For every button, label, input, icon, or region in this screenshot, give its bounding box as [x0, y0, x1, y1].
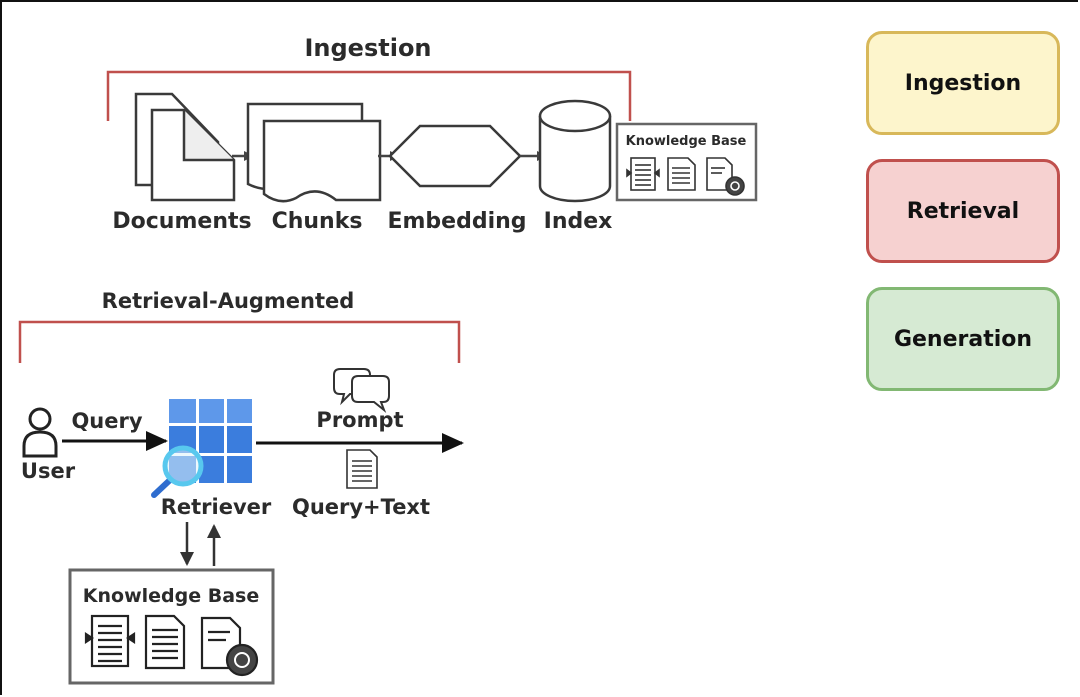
knowledge-base-small-title: Knowledge Base [626, 134, 747, 149]
text-document-icon [144, 614, 186, 670]
documents-icon [134, 92, 236, 202]
embedding-icon [388, 124, 522, 188]
legend-generation: Generation [866, 287, 1060, 391]
retrieval-augmented-title: Retrieval-Augmented [102, 289, 355, 313]
document-sync-icon [706, 157, 745, 196]
magnifier-icon [162, 445, 204, 487]
knowledge-base-small: Knowledge Base [615, 122, 758, 202]
legend-retrieval: Retrieval [866, 159, 1060, 263]
query-text-document-icon [346, 449, 378, 489]
retriever-label: Retriever [161, 495, 272, 519]
index-label: Index [544, 209, 613, 234]
prompt-label: Prompt [316, 408, 403, 432]
chunks-icon [246, 102, 382, 203]
user-icon [22, 407, 58, 458]
text-document-icon [667, 157, 696, 191]
knowledge-base-large: Knowledge Base [68, 568, 275, 685]
retrieval-augmented-bracket [18, 320, 461, 363]
chat-bubbles-icon [333, 368, 390, 414]
query-text-label: Query+Text [292, 495, 430, 519]
embedding-label: Embedding [387, 209, 526, 234]
index-database-icon [538, 99, 612, 203]
user-label: User [21, 459, 76, 483]
ingestion-title: Ingestion [304, 34, 431, 62]
chunks-label: Chunks [272, 209, 363, 234]
document-stack-icon [626, 157, 660, 191]
ingestion-bracket [106, 70, 632, 121]
document-sync-icon [200, 616, 259, 677]
documents-label: Documents [112, 209, 251, 234]
document-stack-icon [84, 614, 136, 668]
query-label: Query [71, 409, 142, 433]
knowledge-base-large-title: Knowledge Base [83, 585, 259, 607]
legend-ingestion: Ingestion [866, 31, 1060, 135]
